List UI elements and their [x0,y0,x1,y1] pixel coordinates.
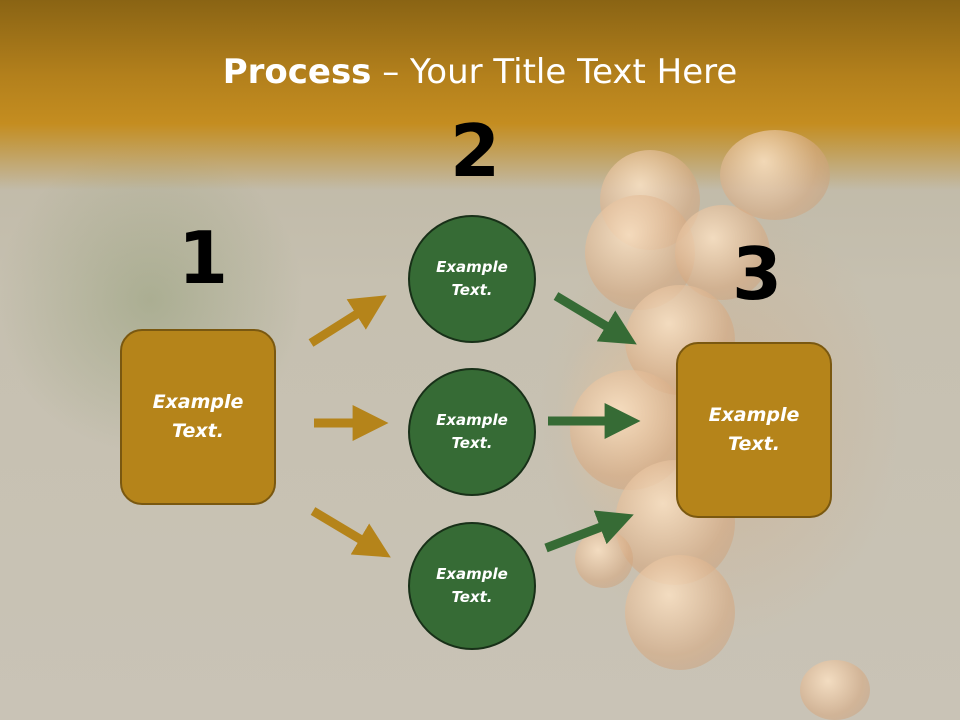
step-1-text: Example Text. [152,391,244,442]
circle-middle-text: Example Text. [436,411,508,452]
step-2-circle-middle: Example Text. [408,368,536,496]
step-number-1: 1 [178,216,229,300]
arrow-icon-1-to-bottom [310,507,391,558]
step-2-circle-bottom: Example Text. [408,522,536,650]
circle-bottom-text: Example Text. [436,565,508,606]
circle-top-text: Example Text. [436,258,508,299]
arrow-icon-bottom-to-3 [544,510,634,553]
step-2-circle-top: Example Text. [408,215,536,343]
step-3-box: Example Text. [676,342,832,518]
step-number-3: 3 [732,232,783,316]
step-number-2: 2 [450,109,501,193]
title-rest: – Your Title Text Here [371,52,738,92]
step-3-text: Example Text. [708,404,800,455]
title-bold: Process [222,52,372,92]
arrow-icon-1-to-top [308,295,387,347]
arrow-icon-top-to-3 [553,292,637,345]
step-1-box: Example Text. [120,329,276,505]
slide-title: Process – Your Title Text Here [0,52,960,92]
